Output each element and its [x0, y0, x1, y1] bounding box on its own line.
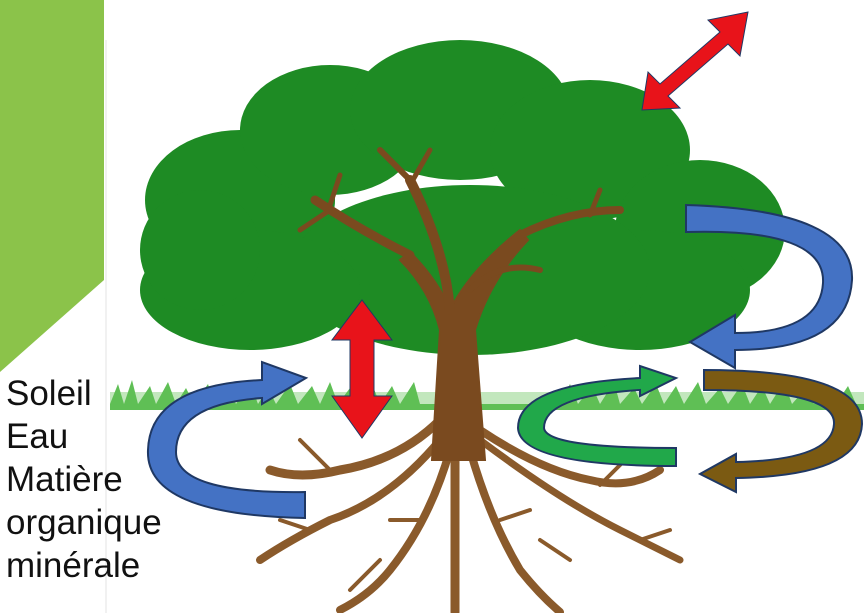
label-organique: organique — [6, 503, 162, 542]
red-double-arrow-top — [641, 11, 749, 111]
green-side-panel — [0, 0, 104, 372]
label-minerale: minérale — [6, 546, 141, 585]
resource-label-list: Soleil Eau Matière organique minérale — [6, 372, 162, 587]
blue-curved-arrow-right — [685, 203, 854, 370]
green-curved-arrow — [516, 364, 679, 468]
label-eau: Eau — [6, 417, 69, 456]
label-matiere: Matière — [6, 460, 123, 499]
label-soleil: Soleil — [6, 374, 92, 413]
brown-curved-arrow — [697, 368, 864, 494]
tree-foliage — [140, 40, 785, 355]
grass-line — [110, 380, 864, 410]
tree-roots — [256, 415, 684, 613]
red-double-arrow-vertical — [331, 299, 393, 439]
blue-curved-arrow-left — [146, 360, 309, 520]
tree-trunk — [297, 147, 624, 461]
